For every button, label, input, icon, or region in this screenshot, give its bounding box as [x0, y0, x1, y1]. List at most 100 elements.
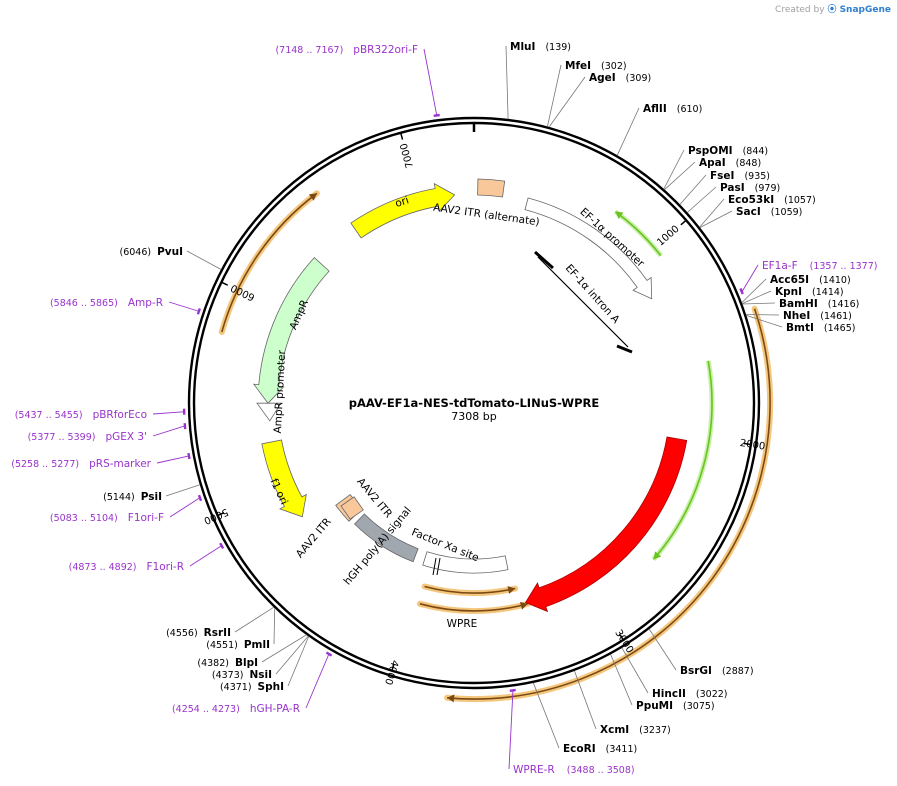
enzyme-leader	[532, 682, 560, 749]
enzyme-position: (1465)	[824, 323, 856, 334]
enzyme-name: MluI	[510, 41, 535, 53]
enzyme-name: XcmI	[600, 724, 629, 736]
feature-label-ori: ori	[394, 194, 411, 210]
tick-mark-5000	[217, 512, 225, 517]
primer-name: F1ori-R	[147, 561, 184, 573]
enzyme-site-pspomi[interactable]: PspOMI(844)	[688, 145, 768, 157]
enzyme-site-agei[interactable]: AgeI(309)	[589, 72, 651, 84]
enzyme-name: BmtI	[786, 322, 814, 334]
enzyme-name: BlpI	[235, 657, 258, 669]
enzyme-leader	[742, 302, 776, 305]
primer-leader	[152, 425, 185, 437]
primer-hgh-pa-r[interactable]: hGH-PA-R(4254 .. 4273)	[172, 703, 300, 715]
primer-name: pRS-marker	[89, 458, 152, 470]
feature-label-wpre: WPRE	[447, 618, 478, 630]
primer-amp-r[interactable]: Amp-R(5846 .. 5865)	[50, 297, 163, 309]
enzyme-site-psii[interactable]: PsiI(5144)	[103, 491, 162, 503]
orf-arrowhead	[447, 694, 455, 703]
enzyme-site-apai[interactable]: ApaI(848)	[699, 157, 761, 169]
primer-position: (5846 .. 5865)	[50, 298, 118, 309]
enzyme-position: (1414)	[812, 287, 844, 298]
enzyme-name: Eco53kI	[728, 194, 774, 206]
enzyme-position: (5144)	[103, 492, 135, 503]
enzyme-site-bmti[interactable]: BmtI (1465)	[786, 322, 855, 334]
enzyme-position: (844)	[743, 146, 769, 157]
feature-hgh-polya	[354, 513, 419, 563]
enzyme-name: AgeI	[589, 72, 616, 84]
enzyme-leader	[745, 314, 780, 316]
primer-prs-marker[interactable]: pRS-marker(5258 .. 5277)	[11, 458, 151, 470]
enzyme-position: (302)	[601, 61, 627, 72]
enzyme-site-nhei[interactable]: NheI(1461)	[783, 310, 852, 322]
enzyme-site-blpi[interactable]: BlpI(4382)	[197, 657, 258, 669]
enzyme-position: (1057)	[784, 195, 816, 206]
enzyme-site-pvui[interactable]: PvuI(6046)	[119, 246, 183, 258]
enzyme-leader	[275, 635, 309, 675]
feature-ef1a-intron	[537, 256, 629, 348]
enzyme-site-hincii[interactable]: HincII(3022)	[652, 688, 728, 700]
enzyme-site-eco53ki[interactable]: Eco53kI (1057)	[728, 194, 816, 206]
enzyme-site-acc65i[interactable]: Acc65I(1410)	[770, 274, 851, 286]
intron-cap-end	[616, 344, 633, 354]
primer-pgex-3[interactable]: pGEX 3'(5377 .. 5399)	[28, 431, 147, 443]
enzyme-site-xcmi[interactable]: XcmI(3237)	[600, 724, 671, 736]
enzyme-site-mfei[interactable]: MfeI(302)	[565, 60, 627, 72]
enzyme-position: (4556)	[166, 628, 198, 639]
primer-f1ori-f[interactable]: F1ori-F(5083 .. 5104)	[50, 512, 164, 524]
primer-f1ori-r[interactable]: F1ori-R (4873 .. 4892)	[69, 561, 184, 573]
primer-position: (4873 .. 4892)	[69, 562, 137, 573]
enzyme-site-ecori[interactable]: EcoRI(3411)	[563, 743, 637, 755]
enzyme-site-ppumi[interactable]: PpuMI(3075)	[636, 700, 715, 712]
primer-wpre-r[interactable]: WPRE-R(3488 .. 3508)	[513, 764, 635, 776]
primer-name: pBRforEco	[93, 409, 147, 421]
intron-cap-start	[534, 250, 554, 270]
enzyme-site-sphi[interactable]: SphI(4371)	[220, 681, 284, 693]
orf-arc	[419, 603, 528, 612]
enzyme-position: (3411)	[606, 744, 638, 755]
enzyme-leader	[746, 315, 783, 328]
tick-label: 4000	[382, 658, 400, 686]
enzyme-leader	[273, 608, 276, 645]
snapgene-credit: Created by ⦿ SnapGene	[775, 2, 891, 15]
enzyme-position: (935)	[744, 171, 770, 182]
primer-position: (1357 .. 1377)	[810, 261, 878, 272]
primer-pbr322ori-f[interactable]: pBR322ori-F(7148 .. 7167)	[275, 44, 418, 56]
enzyme-site-fsei[interactable]: FseI(935)	[710, 170, 770, 182]
primer-mark	[509, 688, 516, 692]
enzyme-position: (4371)	[220, 682, 252, 693]
enzyme-name: PmlI	[244, 639, 270, 651]
orf-arc	[221, 192, 318, 333]
primer-leader	[305, 654, 329, 709]
enzyme-leader	[547, 64, 562, 127]
primer-mark	[325, 651, 333, 657]
enzyme-name: ApaI	[699, 157, 726, 169]
primer-position: (5083 .. 5104)	[50, 513, 118, 524]
plasmid-size: 7308 bp	[451, 410, 496, 423]
enzyme-site-bsrgi[interactable]: BsrGI(2887)	[680, 665, 754, 677]
primer-position: (7148 .. 7167)	[275, 45, 343, 56]
enzyme-leader	[574, 670, 597, 730]
credit-brand: SnapGene	[839, 5, 891, 15]
enzyme-position: (1059)	[771, 207, 803, 218]
enzyme-site-bamhi[interactable]: BamHI(1416)	[779, 298, 859, 310]
enzyme-position: (4551)	[206, 640, 238, 651]
enzyme-name: NheI	[783, 310, 810, 322]
enzyme-site-pmli[interactable]: PmlI (4551)	[206, 639, 270, 651]
orf-layer	[218, 190, 774, 703]
enzyme-site-aflii[interactable]: AflII(610)	[643, 103, 702, 115]
enzyme-leader	[234, 606, 275, 633]
primer-pbrforeco[interactable]: pBRforEco(5437 .. 5455)	[15, 409, 147, 421]
enzyme-position: (1416)	[828, 299, 860, 310]
enzyme-site-nsii[interactable]: NsiI(4373)	[212, 669, 272, 681]
enzyme-site-kpni[interactable]: KpnI(1414)	[775, 286, 844, 298]
orf-arrowhead	[507, 586, 516, 594]
primer-mark	[433, 113, 440, 117]
enzyme-site-rsrii[interactable]: RsrII(4556)	[166, 627, 231, 639]
enzyme-site-pasi[interactable]: PasI(979)	[720, 182, 780, 194]
enzyme-site-mlui[interactable]: MluI(139)	[510, 41, 571, 53]
enzyme-site-saci[interactable]: SacI(1059)	[736, 206, 802, 218]
feature-factor-xa-2	[436, 557, 441, 576]
primer-ef1a-f[interactable]: EF1a-F(1357 .. 1377)	[762, 260, 877, 272]
primer-mark	[219, 542, 225, 549]
